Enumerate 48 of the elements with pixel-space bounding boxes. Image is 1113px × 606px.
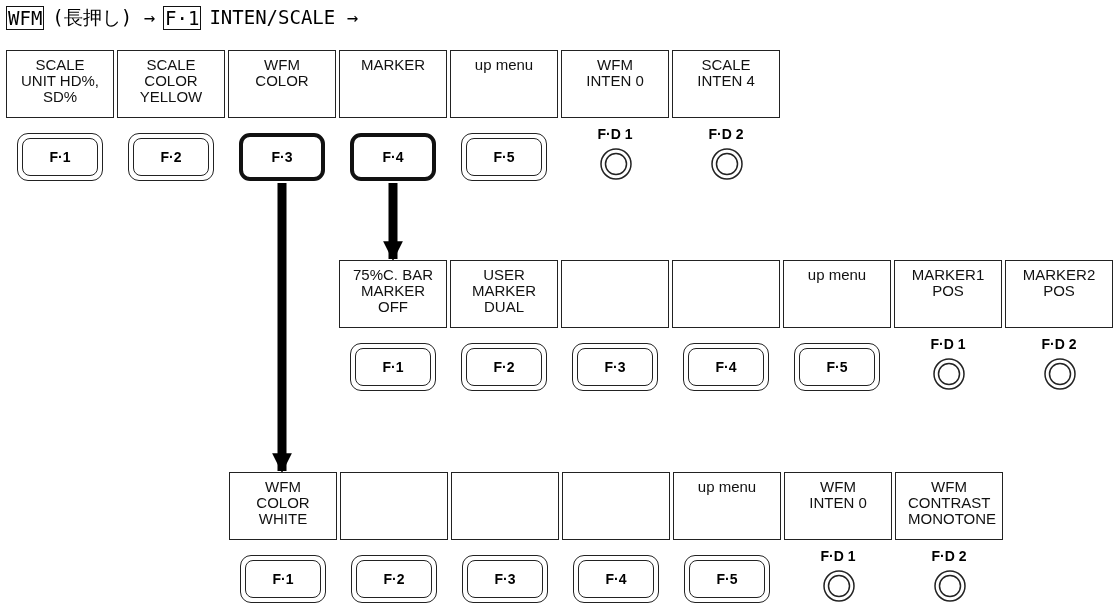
key-name: WFM bbox=[6, 6, 45, 30]
menu-path-text: (長押し) → bbox=[52, 6, 156, 28]
function-key: F·4 bbox=[573, 555, 659, 603]
function-key: F·3 bbox=[572, 343, 658, 391]
function-key: F·2 bbox=[351, 555, 437, 603]
empty-menu-box bbox=[340, 472, 448, 540]
menu-path-text: INTEN/SCALE → bbox=[209, 6, 359, 28]
function-key: F·3 bbox=[462, 555, 548, 603]
menu-label-box: SCALE INTEN 4 bbox=[672, 50, 780, 118]
empty-menu-box bbox=[562, 472, 670, 540]
menu-label-box: USER MARKER DUAL bbox=[450, 260, 558, 328]
menu-label-box: WFM COLOR bbox=[228, 50, 336, 118]
function-key: F·5 bbox=[794, 343, 880, 391]
knob-label: F·D 2 bbox=[707, 126, 745, 142]
knob-label: F·D 1 bbox=[819, 548, 857, 564]
function-key: F·1 bbox=[240, 555, 326, 603]
arrow bbox=[383, 183, 403, 261]
knob-label: F·D 1 bbox=[929, 336, 967, 352]
knob-label: F·D 2 bbox=[930, 548, 968, 564]
key-name: F·1 bbox=[163, 6, 202, 30]
function-key: F·2 bbox=[128, 133, 214, 181]
menu-label-box: WFM INTEN 0 bbox=[561, 50, 669, 118]
function-key: F·4 bbox=[683, 343, 769, 391]
arrow bbox=[272, 183, 292, 473]
menu-label-box: up menu bbox=[673, 472, 781, 540]
function-key: F·1 bbox=[350, 343, 436, 391]
menu-label-box: up menu bbox=[783, 260, 891, 328]
menu-label-box: MARKER1 POS bbox=[894, 260, 1002, 328]
menu-label-box: SCALE COLOR YELLOW bbox=[117, 50, 225, 118]
menu-label-box: WFM INTEN 0 bbox=[784, 472, 892, 540]
menu-label-box: SCALE UNIT HD%, SD% bbox=[6, 50, 114, 118]
menu-label-box: up menu bbox=[450, 50, 558, 118]
highlighted-function-key: F·4 bbox=[350, 133, 436, 181]
empty-menu-box bbox=[672, 260, 780, 328]
menu-label-box: 75%C. BAR MARKER OFF bbox=[339, 260, 447, 328]
function-key: F·5 bbox=[461, 133, 547, 181]
function-key: F·5 bbox=[684, 555, 770, 603]
knob-label: F·D 1 bbox=[596, 126, 634, 142]
menu-label-box: MARKER bbox=[339, 50, 447, 118]
empty-menu-box bbox=[451, 472, 559, 540]
menu-label-box: WFM CONTRAST MONOTONE bbox=[895, 472, 1003, 540]
empty-menu-box bbox=[561, 260, 669, 328]
function-key: F·1 bbox=[17, 133, 103, 181]
highlighted-function-key: F·3 bbox=[239, 133, 325, 181]
knob-label: F·D 2 bbox=[1040, 336, 1078, 352]
menu-label-box: MARKER2 POS bbox=[1005, 260, 1113, 328]
function-key: F·2 bbox=[461, 343, 547, 391]
menu-label-box: WFM COLOR WHITE bbox=[229, 472, 337, 540]
